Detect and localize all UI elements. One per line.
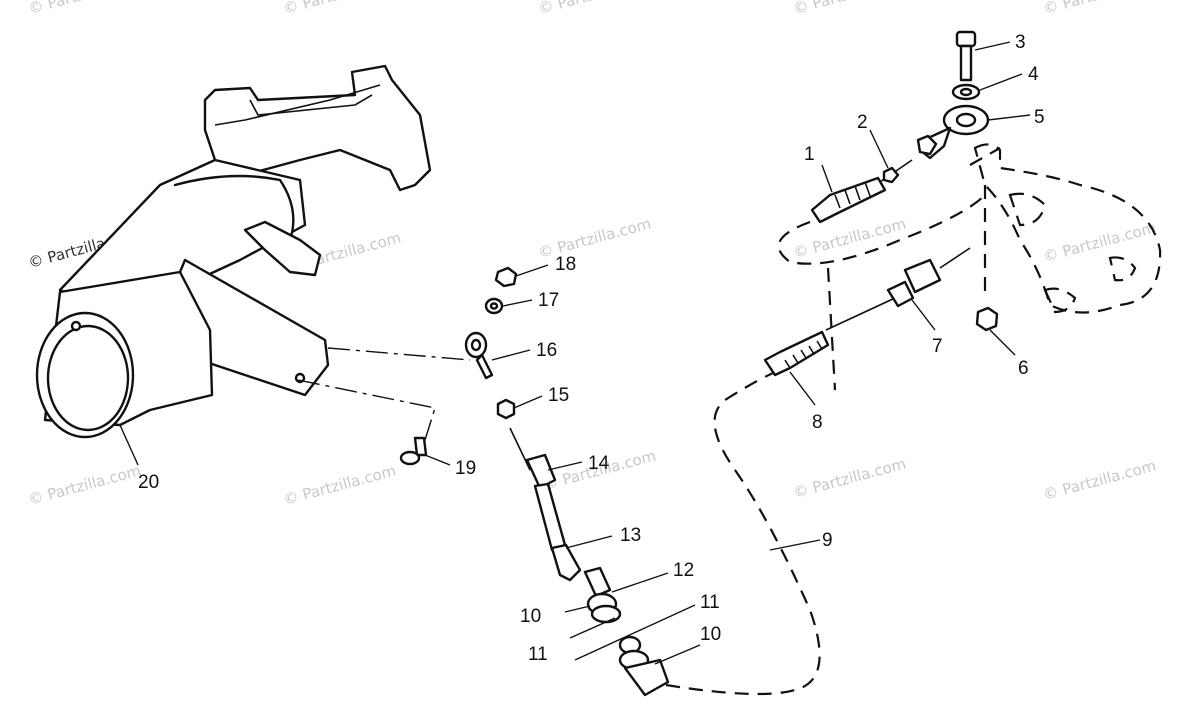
part-8-fitting bbox=[763, 330, 830, 406]
callout-2: 2 bbox=[857, 112, 868, 133]
callout-8: 8 bbox=[812, 412, 823, 433]
watermark: © Partzilla.com bbox=[281, 0, 397, 18]
watermark: © Partzilla.com bbox=[26, 0, 142, 18]
watermark: © Partzilla.com bbox=[1041, 219, 1157, 266]
throttle-housing-outline bbox=[969, 143, 1162, 314]
callout-14: 14 bbox=[588, 453, 610, 474]
callout-11: 11 bbox=[528, 644, 548, 665]
callout-4: 4 bbox=[1028, 64, 1039, 85]
part-7-housing bbox=[825, 247, 971, 331]
part-9-cable bbox=[665, 368, 821, 696]
part-6-nut bbox=[975, 306, 1016, 356]
part-10-11-fittings-lower bbox=[574, 604, 701, 697]
watermark: © Partzilla.com bbox=[1041, 0, 1157, 18]
watermark: © Partzilla.com bbox=[791, 455, 907, 502]
callout-10: 10 bbox=[700, 624, 721, 645]
callout-11: 11 bbox=[700, 592, 720, 613]
watermark: © Partzilla.com bbox=[26, 462, 142, 509]
watermark: © Partzilla.com bbox=[536, 0, 652, 18]
part-5-rod-end bbox=[916, 104, 1031, 160]
part-3-bolt bbox=[955, 30, 1011, 82]
part-19-bolt bbox=[399, 436, 451, 466]
callout-6: 6 bbox=[1018, 358, 1029, 379]
callout-3: 3 bbox=[1015, 32, 1026, 53]
watermark: © Partzilla.com bbox=[791, 0, 907, 18]
callout-10: 10 bbox=[520, 606, 541, 627]
watermark: © Partzilla.com bbox=[536, 215, 652, 262]
callout-20: 20 bbox=[138, 472, 159, 493]
part-4-washer bbox=[951, 73, 1023, 101]
callout-7: 7 bbox=[932, 336, 943, 357]
part-17-washer bbox=[484, 297, 533, 315]
callout-17: 17 bbox=[538, 290, 559, 311]
part-2-locknut bbox=[869, 129, 913, 184]
callout-18: 18 bbox=[555, 254, 576, 275]
callout-9: 9 bbox=[822, 530, 833, 551]
part-20-steering-post bbox=[35, 64, 432, 466]
part-1-adjuster bbox=[810, 164, 887, 224]
assembly-lines-left bbox=[297, 347, 471, 441]
watermark: © Partzilla.com bbox=[281, 462, 397, 509]
callout-15: 15 bbox=[548, 385, 569, 406]
callout-1: 1 bbox=[804, 144, 815, 165]
callout-13: 13 bbox=[620, 525, 641, 546]
assembly-lines-right bbox=[777, 194, 986, 391]
callout-19: 19 bbox=[455, 458, 476, 479]
callout-12: 12 bbox=[673, 560, 694, 581]
part-16-ball-joint bbox=[464, 331, 531, 380]
callout-5: 5 bbox=[1034, 107, 1045, 128]
part-15-nut bbox=[496, 395, 543, 420]
watermark: © Partzilla.com bbox=[1041, 457, 1157, 504]
callout-16: 16 bbox=[536, 340, 557, 361]
callout-labels: 1 2 3 4 5 6 7 8 9 10 10 11 11 12 13 14 1… bbox=[138, 32, 1045, 665]
part-18-nut bbox=[494, 264, 549, 288]
part-12-10-11-fittings-upper bbox=[564, 566, 669, 639]
part-14-13-cable-end bbox=[509, 427, 613, 582]
